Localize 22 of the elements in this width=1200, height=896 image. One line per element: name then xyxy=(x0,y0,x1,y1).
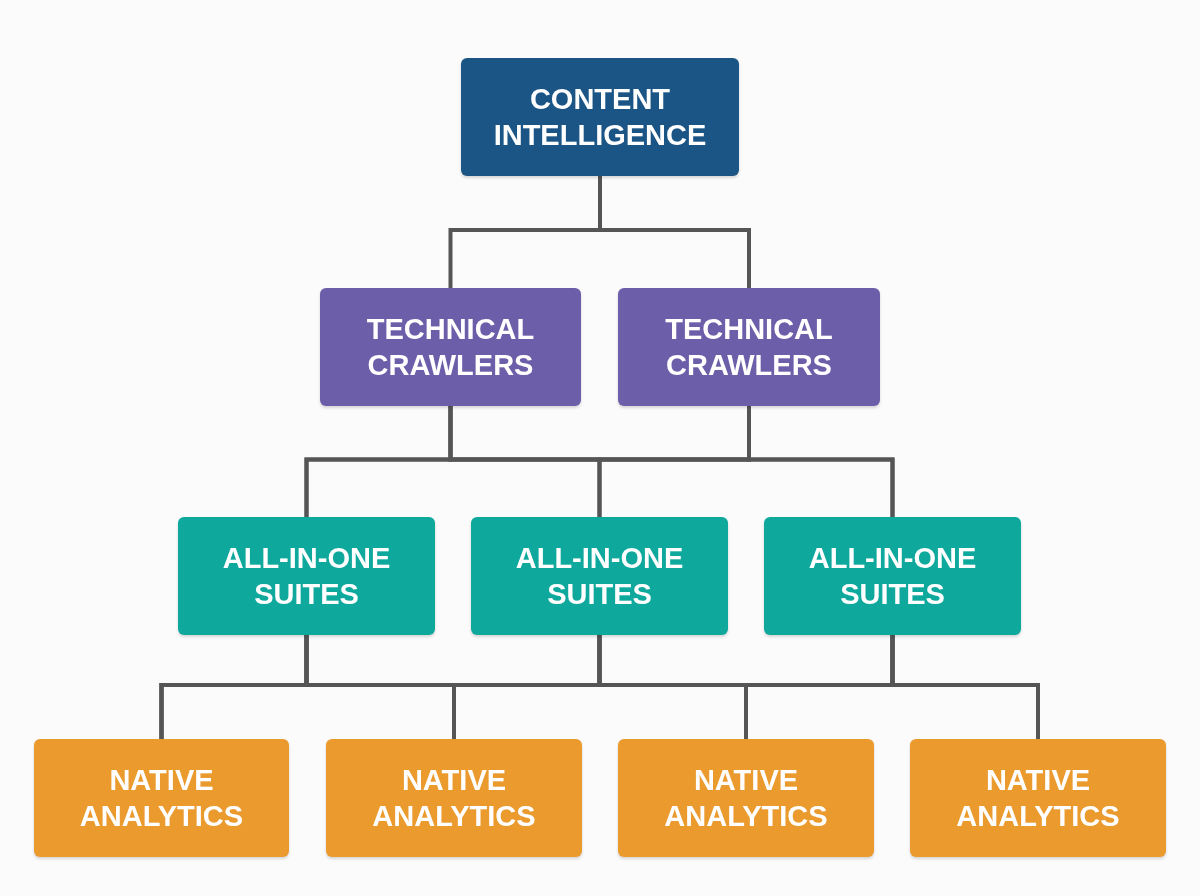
category-label: NATIVE ANALYTICS xyxy=(955,762,1121,834)
connector-line xyxy=(890,635,1040,739)
category-label: NATIVE ANALYTICS xyxy=(78,762,245,834)
category-box xyxy=(461,58,739,176)
category-box xyxy=(471,517,728,635)
category-box xyxy=(618,739,874,857)
category-label: ALL-IN-ONE SUITES xyxy=(514,540,685,612)
category-box xyxy=(326,739,582,857)
category-label: TECHNICAL CRAWLERS xyxy=(664,311,834,383)
category-label: ALL-IN-ONE SUITES xyxy=(807,540,978,612)
category-label: TECHNICAL CRAWLERS xyxy=(365,311,536,383)
category-box xyxy=(618,288,880,406)
category-box xyxy=(764,517,1021,635)
category-label: NATIVE ANALYTICS xyxy=(371,762,537,834)
category-box xyxy=(34,739,289,857)
category-box xyxy=(910,739,1166,857)
connector-line xyxy=(598,176,751,288)
category-box xyxy=(320,288,581,406)
category-label: CONTENT INTELLIGENCE xyxy=(492,81,708,153)
category-label: ALL-IN-ONE SUITES xyxy=(221,540,392,612)
category-box xyxy=(178,517,435,635)
category-label: NATIVE ANALYTICS xyxy=(663,762,829,834)
